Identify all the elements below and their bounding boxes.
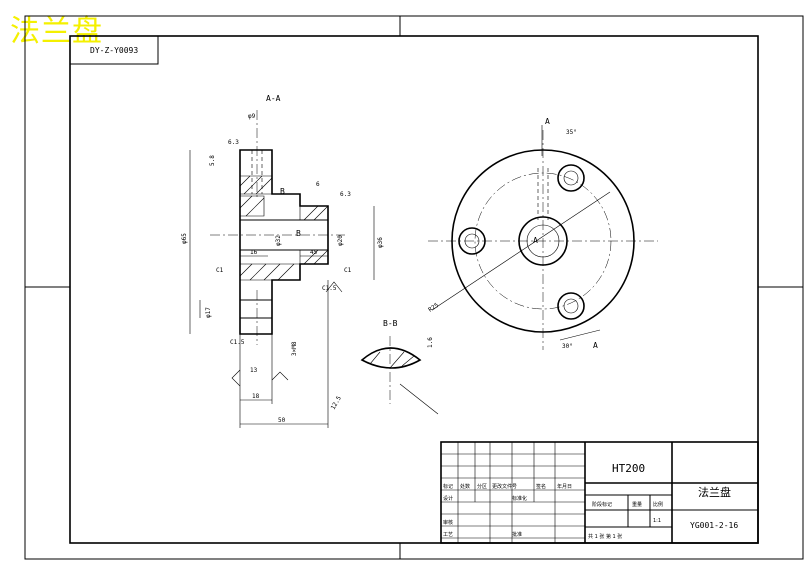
drawing-code-text: YG001-2-16 [690,521,738,530]
dim-16: 16 [250,249,258,256]
front-label-a-center: A [533,236,538,245]
dim-6: 6 [316,181,320,188]
row-design-label: 设计 [443,495,453,502]
dim-phi9: φ9 [248,113,256,120]
dim-phi17: φ17 [205,307,212,318]
material-text: HT200 [612,462,645,475]
row-mark-label: 标记 [443,483,453,490]
dim-35deg: 35° [566,129,577,136]
dim-c15-bottom: C1.5 [230,339,245,346]
inner-border [69,35,759,544]
dim-63-right: 6.3 [340,191,351,198]
dim-c1-left: C1 [216,267,224,274]
flange-outline [239,149,329,335]
row-count-label: 处数 [460,483,470,490]
weight-label: 重量 [632,501,642,508]
scale-text: 1:1 [653,518,661,524]
row-zone-label: 分区 [477,483,487,490]
section-label-bb: B-B [383,319,398,328]
bolt-hole-bottom [557,292,585,320]
ratio-label: 比例 [653,501,663,508]
bolt-hole-top [557,164,585,192]
dim-c1-right: C1 [344,267,352,274]
row-approve-label: 批准 [512,531,522,538]
dim-13: 13 [250,367,258,374]
title-block: HT200 法兰盘 YG001-2-16 1:1 共 1 张 第 1 张 阶段标… [440,441,759,544]
section-label-aa: A-A [266,94,281,103]
dim-3xm8: 3×M8 [291,341,298,356]
stage-label: 阶段标记 [592,501,612,508]
dim-phi20: φ20 [337,235,344,246]
section-label-b2: B [296,229,301,238]
section-label-b1: B [280,187,285,196]
row-std-label: 标准化 [512,495,527,502]
dim-125: 12.5 [330,395,343,411]
dim-16-bb: 1.6 [427,337,434,348]
sheet-text: 共 1 张 第 1 张 [588,533,622,540]
row-sign-label: 签名 [536,483,546,490]
front-view: A A A 35° 30° R25 [427,117,658,350]
dim-c15-right: C1.5 [322,285,337,292]
dim-r25: R25 [427,302,440,314]
dim-50: 50 [278,417,286,424]
row-doc-label: 更改文件号 [492,483,517,490]
row-process-label: 工艺 [443,532,453,538]
section-view-bb: B-B 1.6 [360,319,439,415]
row-date-label: 年月日 [557,483,572,490]
part-name-text: 法兰盘 [698,485,731,499]
outer-border [24,15,804,560]
row-check-label: 审核 [443,519,453,526]
dim-phi32: φ32 [275,235,282,246]
section-view-aa: A-A [181,94,384,428]
drawing-number-text: DY-Z-Y0093 [90,46,138,55]
dim-18: 18 [252,393,260,400]
dim-58: 5.8 [209,155,216,166]
front-label-a-top: A [545,117,550,126]
drawing-number-box [69,35,159,65]
dim-45: 45 [310,249,318,256]
dim-63-top: 6.3 [228,139,239,146]
dim-phi65: φ65 [181,233,188,244]
hatching [239,175,329,281]
front-label-a-bottom: A [593,341,598,350]
dim-phi36: φ36 [377,237,384,248]
dim-30deg: 30° [562,343,573,350]
